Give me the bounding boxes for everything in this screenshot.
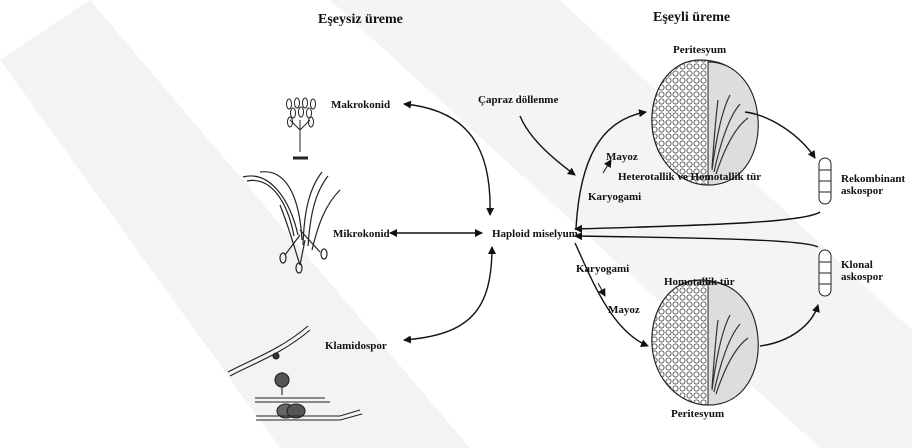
header-sexual: Eşeyli üreme xyxy=(653,10,730,26)
label-peritesyum-top: Peritesyum xyxy=(673,44,726,56)
rekombinant-askospor-illustration xyxy=(819,158,831,204)
label-klonal: Klonal xyxy=(841,259,873,271)
mikrokonid-illustration xyxy=(243,172,340,273)
label-makrokonid: Makrokonid xyxy=(331,99,390,111)
label-karyogami-bottom: Karyogami xyxy=(576,263,629,275)
label-haploid-miselyum: Haploid miselyum xyxy=(492,228,578,240)
label-homotallik: Homotallik tür xyxy=(664,276,735,288)
label-rekombinant-askospor: askospor xyxy=(841,185,883,197)
label-rekombinant: Rekombinant xyxy=(841,173,905,185)
label-mayoz-bottom: Mayoz xyxy=(608,304,640,316)
label-klamidospor: Klamidospor xyxy=(325,340,387,352)
arrows-asexual xyxy=(390,104,492,340)
label-klonal-askospor: askospor xyxy=(841,271,883,283)
peritesyum-top-illustration xyxy=(652,60,758,185)
label-heterotallik: Heterotallik ve Homotallik tür xyxy=(618,171,761,183)
label-mikrokonid: Mikrokonid xyxy=(333,228,390,240)
label-karyogami-top: Karyogami xyxy=(588,191,641,203)
label-mayoz-top: Mayoz xyxy=(606,151,638,163)
label-peritesyum-bottom: Peritesyum xyxy=(671,408,724,420)
peritesyum-bottom-illustration xyxy=(652,280,758,405)
klonal-askospor-illustration xyxy=(819,250,831,296)
header-asexual: Eşeysiz üreme xyxy=(318,12,403,28)
label-capraz-dollenme: Çapraz döllenme xyxy=(478,94,558,106)
makrokonid-illustration xyxy=(287,98,316,158)
